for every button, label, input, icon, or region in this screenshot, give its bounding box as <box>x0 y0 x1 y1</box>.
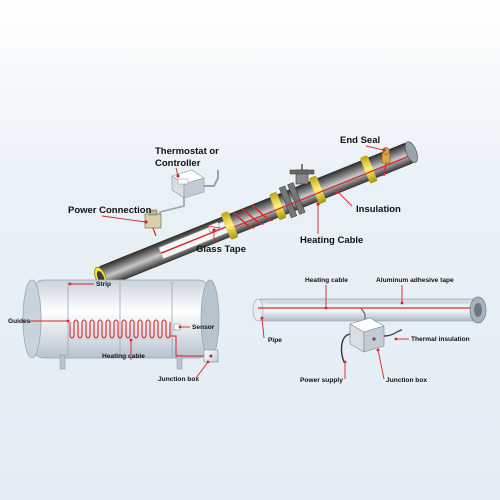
label-aluminum-tape: Aluminum adhesive tape <box>376 277 454 284</box>
insulated-pipe <box>252 296 487 363</box>
label-thermostat: Thermostat or <box>155 146 219 157</box>
label-controller: Controller <box>155 158 201 169</box>
label-heating-cable-top: Heating Cable <box>300 235 363 246</box>
label-strip: Strip <box>96 281 111 288</box>
label-heating-cable-pipe: Heating cable <box>305 277 348 284</box>
valve <box>289 164 315 185</box>
insulation-band <box>309 176 327 204</box>
label-glass-tape: Glass Tape <box>196 244 246 255</box>
insulation-band <box>221 211 238 240</box>
glass-tape <box>207 221 221 233</box>
label-end-seal: End Seal <box>340 135 380 146</box>
tank-heating-cable <box>69 319 171 339</box>
label-sensor: Sensor <box>192 324 215 331</box>
tank-body <box>31 279 211 359</box>
label-power-supply: Power supply <box>300 377 343 384</box>
label-heating-cable-tank: Heating cable <box>102 353 145 360</box>
storage-tank <box>22 279 220 370</box>
insulation-band <box>360 155 378 184</box>
insulation-band <box>269 192 287 220</box>
exposed-heating-cable <box>160 226 227 254</box>
label-junction-box-tank: Junction box <box>158 376 199 383</box>
power-supply-cable <box>340 333 351 363</box>
heating-cable-wrap <box>232 204 274 229</box>
label-pipe: Pipe <box>268 337 282 344</box>
label-thermal-insulation: Thermal insulation <box>411 336 470 343</box>
thermostat-box <box>159 169 219 222</box>
junction-box <box>144 209 162 237</box>
label-junction-box-pipe: Junction box <box>386 377 427 384</box>
pipeline-assembly <box>94 141 418 289</box>
pipe-flange <box>278 185 298 219</box>
label-insulation: Insulation <box>356 204 401 215</box>
label-guides: Guides <box>8 318 31 325</box>
label-power-connection: Power Connection <box>68 205 152 216</box>
